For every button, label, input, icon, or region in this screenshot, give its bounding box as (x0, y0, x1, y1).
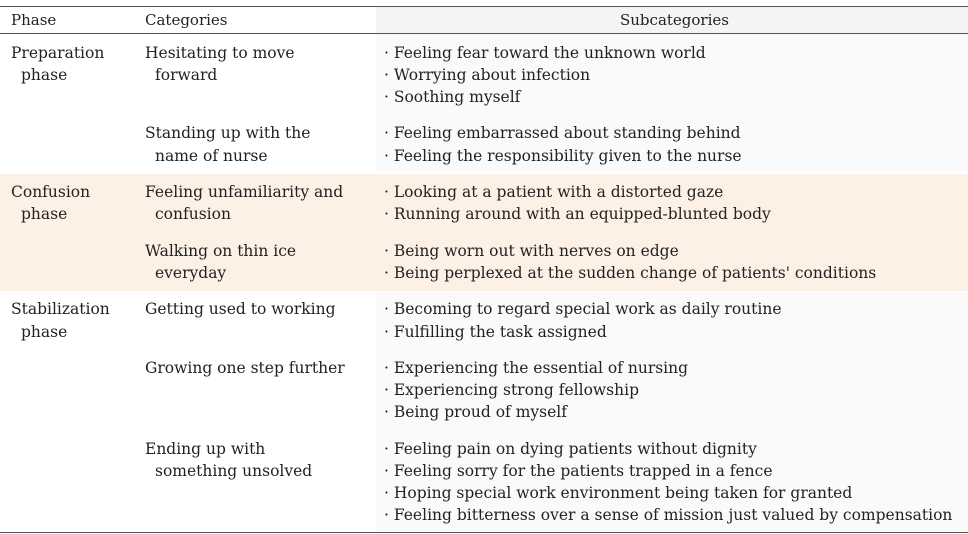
category-line: Walking on thin ice (145, 242, 297, 260)
subcategory-item: · Experiencing the essential of nursing (384, 359, 689, 377)
header-rule (0, 33, 968, 34)
subcategory-item: · Experiencing strong fellowship (384, 381, 639, 399)
category-line: forward (155, 66, 218, 84)
phase-name-line2: phase (21, 205, 68, 223)
subcategory-item: · Feeling pain on dying patients without… (384, 440, 757, 458)
confusion-band (0, 174, 968, 291)
subcategory-item: · Feeling the responsibility given to th… (384, 147, 742, 165)
header-categories: Categories (145, 11, 228, 29)
subcategory-item: · Worrying about infection (384, 66, 591, 84)
phase-name-line1: Stabilization (11, 300, 110, 318)
category-line: Standing up with the (145, 124, 311, 142)
subcategory-item: · Feeling bitterness over a sense of mis… (384, 506, 953, 524)
phase-name-line1: Confusion (11, 183, 91, 201)
subcategory-item: · Being proud of myself (384, 403, 567, 421)
category-line: everyday (155, 264, 227, 282)
preparation-sub-bg (376, 34, 968, 172)
category-line: something unsolved (155, 462, 313, 480)
category-line: Feeling unfamiliarity and (145, 183, 344, 201)
header-subcategories: Subcategories (620, 11, 729, 29)
subcategory-item: · Looking at a patient with a distorted … (384, 183, 724, 201)
table-bottom-rule (0, 532, 968, 533)
phase-name-line2: phase (21, 66, 68, 84)
category-line: Growing one step further (145, 359, 345, 377)
table-top-rule (0, 6, 968, 7)
subcategory-item: · Soothing myself (384, 88, 521, 106)
category-line: Ending up with (145, 440, 266, 458)
subcategory-item: · Hoping special work environment being … (384, 484, 853, 502)
subcategories-header-bg (376, 7, 968, 33)
category-line: confusion (155, 205, 231, 223)
subcategory-item: · Feeling sorry for the patients trapped… (384, 462, 773, 480)
header-phase: Phase (11, 11, 57, 29)
stabilization-sub-bg (376, 292, 968, 532)
category-line: name of nurse (155, 147, 268, 165)
subcategory-item: · Fulfilling the task assigned (384, 323, 607, 341)
phase-name-line1: Preparation (11, 44, 105, 62)
subcategory-item: · Running around with an equipped-blunte… (384, 205, 771, 223)
subcategory-item: · Feeling embarrassed about standing beh… (384, 124, 741, 142)
subcategory-item: · Being perplexed at the sudden change o… (384, 264, 877, 282)
category-line: Getting used to working (145, 300, 336, 318)
category-line: Hesitating to move (145, 44, 295, 62)
subcategory-item: · Being worn out with nerves on edge (384, 242, 679, 260)
subcategory-item: · Feeling fear toward the unknown world (384, 44, 706, 62)
phase-name-line2: phase (21, 323, 68, 341)
subcategory-item: · Becoming to regard special work as dai… (384, 300, 782, 318)
